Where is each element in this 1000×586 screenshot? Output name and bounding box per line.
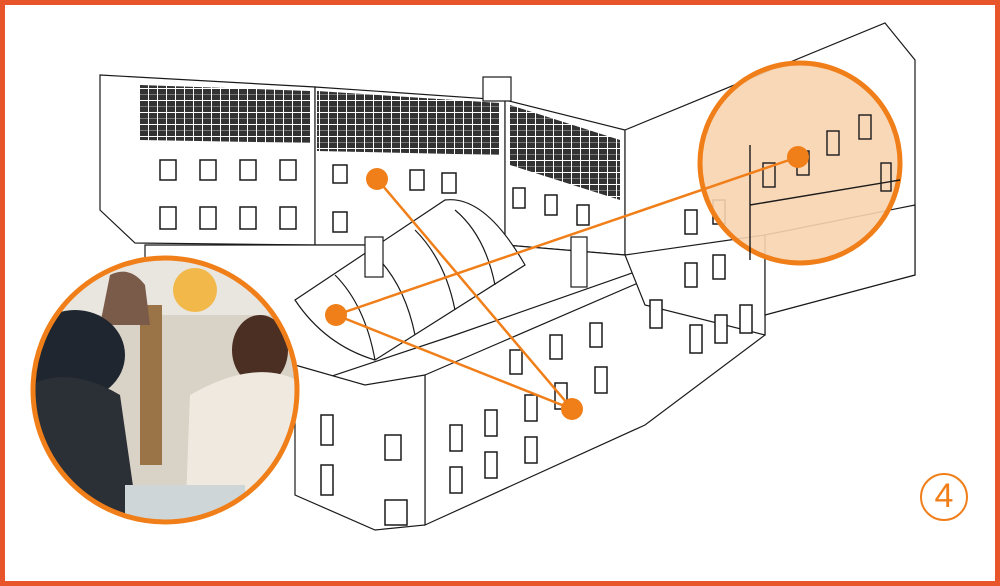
connector-lines	[335, 155, 799, 411]
marker-dot-right	[787, 146, 809, 168]
marker-dot-roof	[325, 304, 347, 326]
photo-inset	[30, 255, 300, 525]
building-illustration	[30, 22, 916, 531]
solar-panels	[140, 85, 620, 200]
windows	[159, 159, 753, 526]
marker-dot-front	[561, 398, 583, 420]
marker-dot-upper	[366, 168, 388, 190]
step-number-badge: 4	[920, 473, 968, 521]
marker-dots	[325, 146, 809, 420]
